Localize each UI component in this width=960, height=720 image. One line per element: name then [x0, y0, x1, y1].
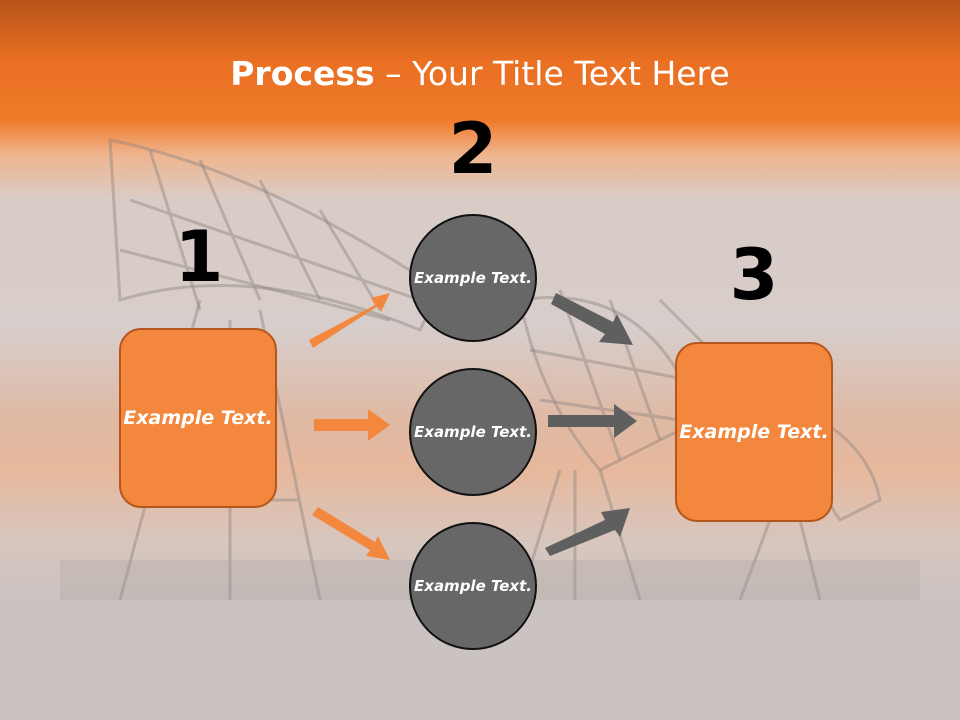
circle-top: Example Text.	[409, 214, 537, 342]
arrow-right-gray	[548, 404, 637, 438]
circle-middle-text: Example Text.	[414, 422, 532, 441]
title-rest: – Your Title Text Here	[374, 54, 730, 93]
title-bold: Process	[230, 54, 375, 93]
circle-top-text: Example Text.	[414, 268, 532, 287]
step-3-box: Example Text.	[675, 342, 833, 522]
arrow-up-right-orange	[309, 293, 390, 348]
circle-bottom-text: Example Text.	[414, 576, 532, 595]
step-number-2: 2	[448, 108, 498, 190]
circle-middle: Example Text.	[409, 368, 537, 496]
slide-title: Process – Your Title Text Here	[0, 54, 960, 94]
arrow-down-right-orange	[312, 507, 390, 560]
circle-bottom: Example Text.	[409, 522, 537, 650]
arrow-right-orange	[314, 409, 390, 441]
arrow-up-right-gray	[545, 508, 630, 556]
step-number-3: 3	[729, 234, 779, 316]
step-1-text: Example Text.	[123, 406, 273, 429]
step-number-1: 1	[174, 216, 224, 298]
arrow-down-right-gray	[551, 293, 633, 345]
step-1-box: Example Text.	[119, 328, 277, 508]
step-3-text: Example Text.	[679, 420, 829, 443]
